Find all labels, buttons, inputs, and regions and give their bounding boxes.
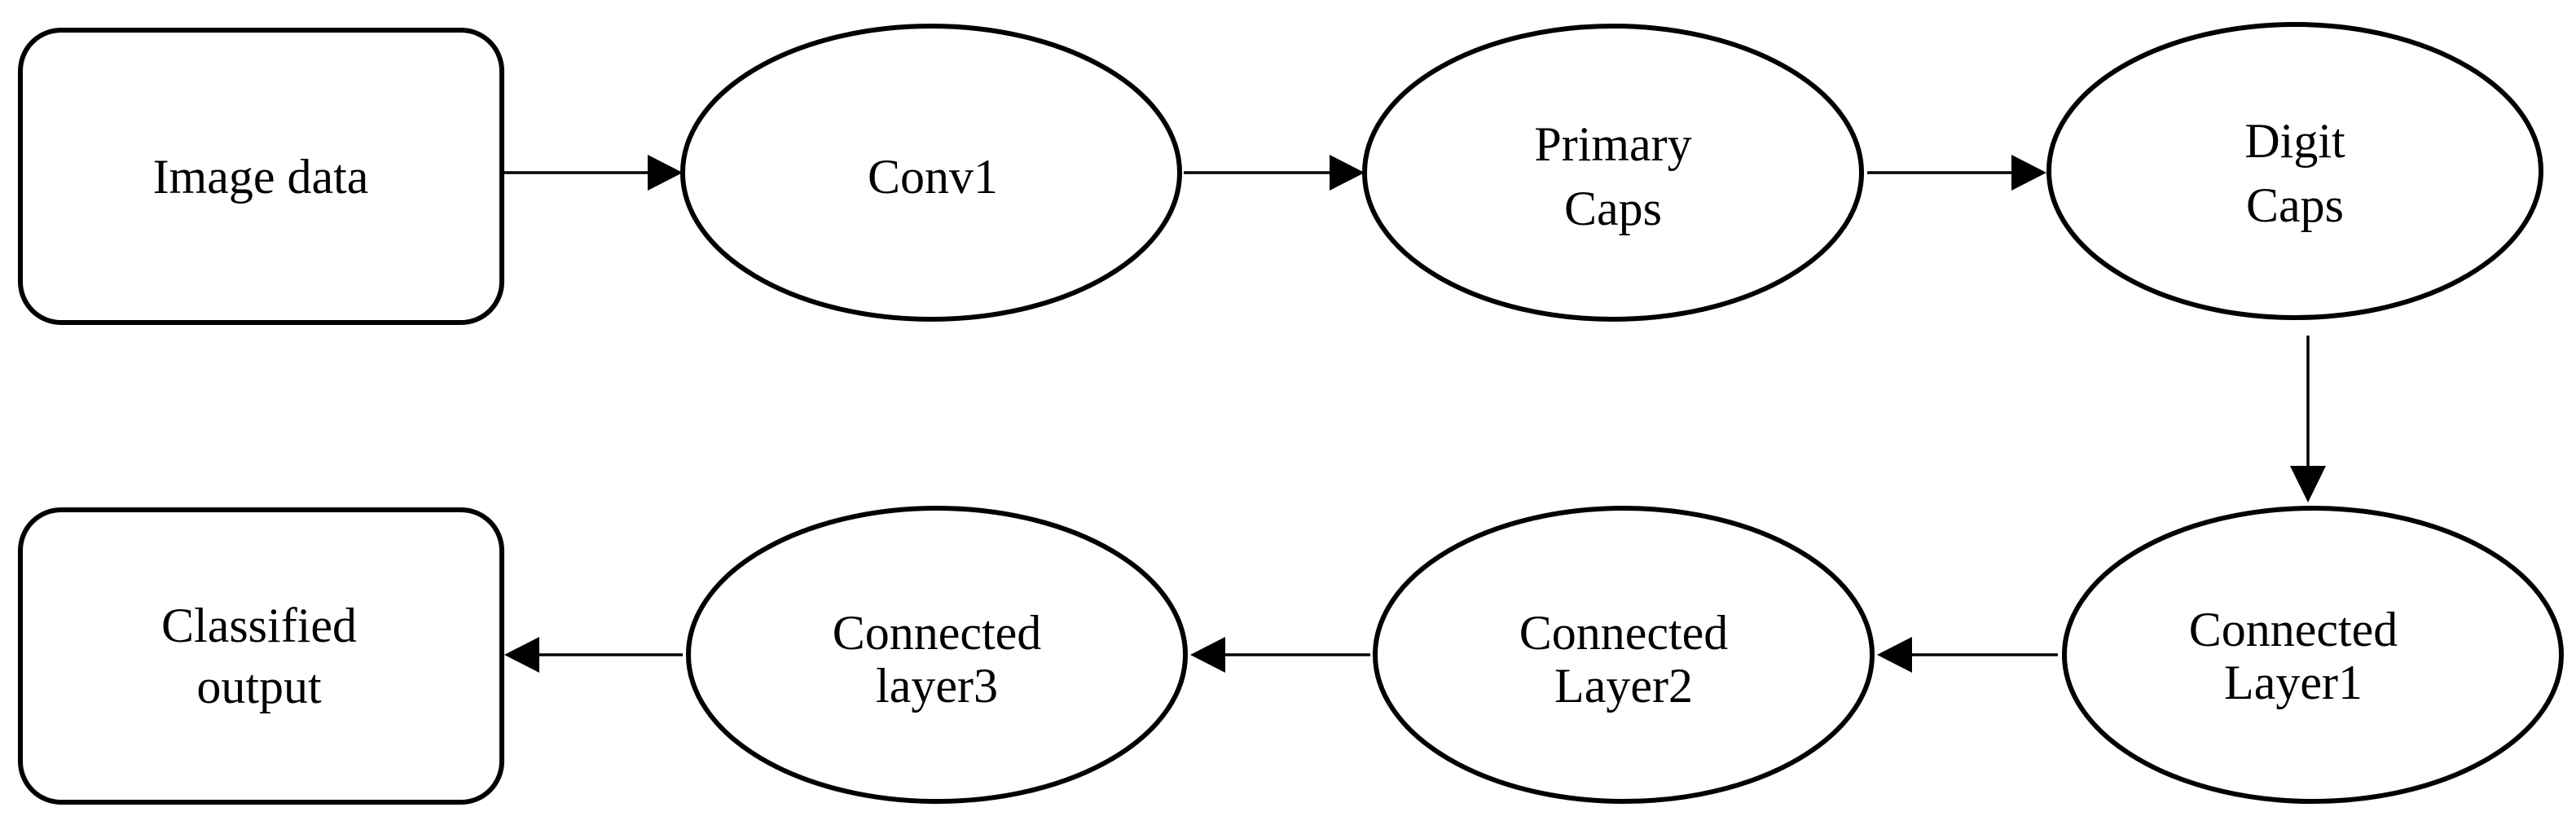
node-connected-layer2: Connected Layer2 — [1373, 506, 1875, 804]
node-connected-layer1: Connected Layer1 — [2062, 506, 2564, 804]
node-digit-caps-label-line2: Caps — [2246, 178, 2344, 232]
edge-connected-layer3-to-classified-output — [504, 637, 683, 673]
svg-text:Connected: Connected — [833, 606, 1042, 660]
svg-text:output: output — [196, 660, 322, 713]
node-image-data-label: Image data — [153, 150, 369, 204]
node-connected-layer2-label-line2: Layer2 — [1554, 659, 1693, 713]
edge-connected-layer2-to-connected-layer3 — [1190, 637, 1370, 673]
node-conv1: Conv1 — [680, 24, 1182, 322]
node-digit-caps-label-line1: Digit — [2244, 114, 2345, 168]
svg-text:Caps: Caps — [1564, 182, 1662, 235]
node-connected-layer3-label-line1: Connected — [833, 606, 1042, 660]
svg-text:Digit: Digit — [2244, 114, 2345, 168]
svg-text:Caps: Caps — [2246, 178, 2344, 232]
node-primary-caps-label-line1: Primary — [1534, 117, 1691, 171]
node-connected-layer1-label-line1: Connected — [2189, 603, 2398, 656]
svg-text:Connected: Connected — [1519, 606, 1729, 660]
svg-text:Classified: Classified — [161, 599, 357, 652]
edge-connected-layer1-to-connected-layer2 — [1877, 637, 2058, 673]
node-connected-layer3: Connected layer3 — [686, 506, 1188, 804]
node-conv1-label: Conv1 — [868, 150, 998, 204]
svg-text:layer3: layer3 — [876, 659, 998, 713]
svg-text:Layer1: Layer1 — [2224, 656, 2363, 709]
node-classified-output: Classified output — [18, 507, 504, 805]
node-classified-output-label-line2: output — [196, 660, 322, 713]
svg-text:Image data: Image data — [153, 150, 369, 204]
svg-text:Connected: Connected — [2189, 603, 2398, 656]
node-connected-layer3-label-line2: layer3 — [876, 659, 998, 713]
edge-digit-caps-to-connected-layer1 — [2290, 336, 2326, 502]
node-digit-caps: Digit Caps — [2046, 22, 2543, 320]
node-primary-caps: Primary Caps — [1362, 24, 1864, 322]
nodes: Image data Conv1 Primary Caps Digit — [18, 22, 2564, 805]
node-classified-output-label-line1: Classified — [161, 599, 357, 652]
node-connected-layer2-label-line1: Connected — [1519, 606, 1729, 660]
node-primary-caps-label-line2: Caps — [1564, 182, 1662, 235]
node-image-data: Image data — [18, 28, 504, 325]
svg-text:Conv1: Conv1 — [868, 150, 998, 204]
edges — [503, 155, 2326, 673]
svg-text:Primary: Primary — [1534, 117, 1691, 171]
edge-primary-caps-to-digit-caps — [1867, 155, 2046, 191]
edge-image-data-to-conv1 — [503, 155, 683, 191]
svg-text:Layer2: Layer2 — [1554, 659, 1693, 713]
node-connected-layer1-label-line2: Layer1 — [2224, 656, 2363, 709]
edge-conv1-to-primary-caps — [1184, 155, 1365, 191]
